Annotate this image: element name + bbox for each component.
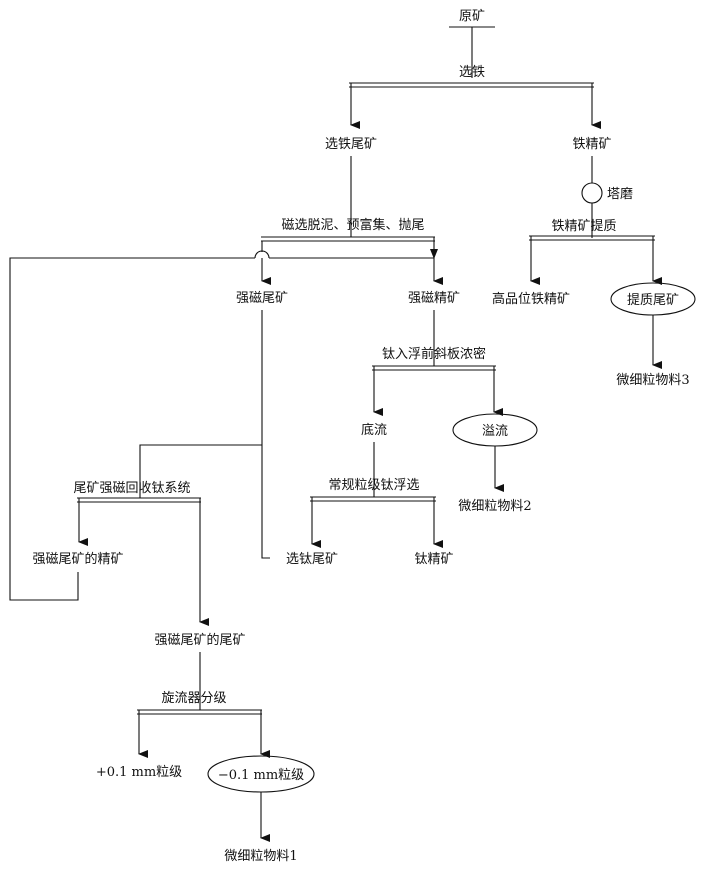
strong-mag-conc-label: 强磁精矿	[408, 291, 460, 306]
fine-1-label: 微细粒物料1	[224, 849, 297, 864]
fine-fraction-label: −0.1 mm粒级	[218, 768, 304, 783]
conv-ti-flot-bar	[310, 496, 436, 502]
recycle-loop-line	[9, 257, 255, 601]
fine-2-label: 微细粒物料2	[458, 499, 531, 514]
tail-ti-recovery-bar	[77, 497, 201, 503]
conv-ti-flot-label: 常规粒级钛浮选	[328, 478, 419, 493]
sm-tail-conc-label: 强磁尾矿的精矿	[32, 551, 123, 567]
underflow-label: 底流	[361, 422, 387, 438]
sm-tail-tail-label: 强磁尾矿的尾矿	[154, 632, 245, 648]
tower-mill-label: 塔磨	[607, 187, 633, 202]
cyclone-bar	[137, 709, 262, 715]
coarse-label: +0.1 mm粒级	[96, 765, 182, 780]
ti-thickener-label: 钛入浮前斜板浓密	[382, 346, 486, 362]
mag-desl-bar	[261, 236, 435, 242]
ti-thickener-bar	[372, 365, 496, 371]
raw-ore-label: 原矿	[459, 9, 485, 24]
tower-mill-circle	[581, 182, 603, 204]
high-grade-iron-label: 高品位铁精矿	[492, 291, 570, 307]
strong-mag-tail-to-recovery	[139, 444, 262, 498]
upgrade-tail-label: 提质尾矿	[627, 292, 679, 308]
strong-mag-tail-label: 强磁尾矿	[236, 291, 288, 306]
iron-upgrade-bar	[529, 235, 655, 241]
crossover-hop	[254, 250, 270, 259]
ti-conc-label: 钛精矿	[414, 552, 453, 567]
fine-3-label: 微细粒物料3	[616, 373, 689, 388]
iron-upgrade-label: 铁精矿提质	[551, 218, 616, 234]
tail-ti-recovery-label: 尾矿强磁回收钛系统	[73, 481, 190, 496]
iron-tail-label: 选铁尾矿	[325, 137, 377, 152]
iron-sep-label: 选铁	[459, 65, 485, 80]
iron-sep-bar	[349, 82, 594, 88]
ti-tail-label: 选钛尾矿	[286, 552, 338, 567]
cyclone-label: 旋流器分级	[161, 691, 226, 706]
mag-desl-label: 磁选脱泥、预富集、抛尾	[281, 217, 424, 233]
iron-conc-label: 铁精矿	[572, 137, 611, 152]
overflow-label: 溢流	[482, 424, 508, 439]
strong-mag-tail-trunk	[261, 310, 270, 559]
